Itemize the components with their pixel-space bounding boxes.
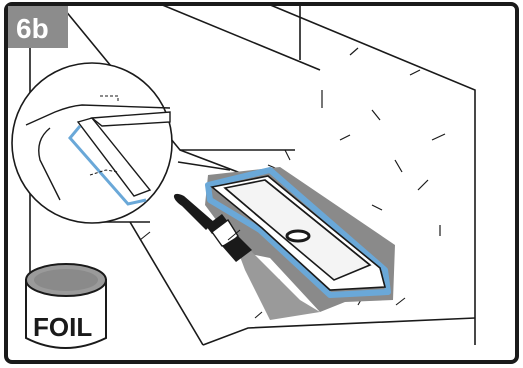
detail-magnifier bbox=[12, 63, 172, 223]
foil-can-icon: FOIL bbox=[26, 264, 106, 348]
can-label: FOIL bbox=[33, 312, 92, 342]
step-label: 6b bbox=[16, 13, 49, 44]
step-badge: 6b bbox=[8, 6, 68, 48]
drain-outlet bbox=[287, 231, 309, 241]
